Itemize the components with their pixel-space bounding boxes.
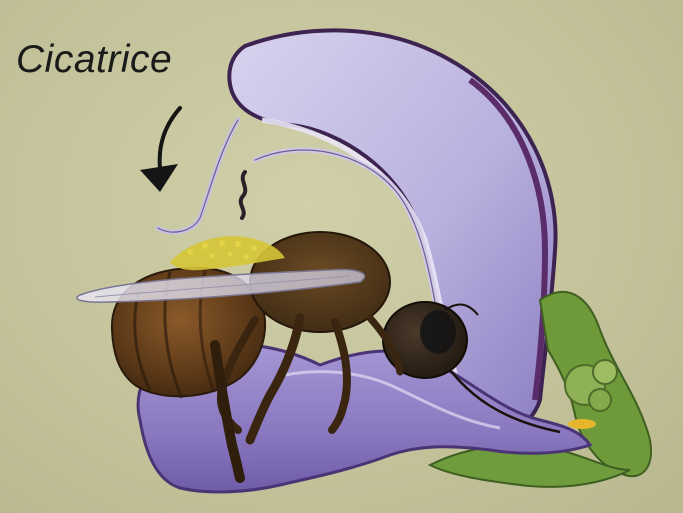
nectar-spot: [568, 419, 596, 429]
ovary-knob-2: [593, 360, 617, 384]
bee-eye: [420, 310, 456, 354]
ovary-knob-3: [589, 389, 611, 411]
curved-arrow-icon: [140, 108, 180, 192]
cicatrice-label: Cicatrice: [16, 38, 172, 82]
anther-squiggle: [241, 172, 246, 218]
